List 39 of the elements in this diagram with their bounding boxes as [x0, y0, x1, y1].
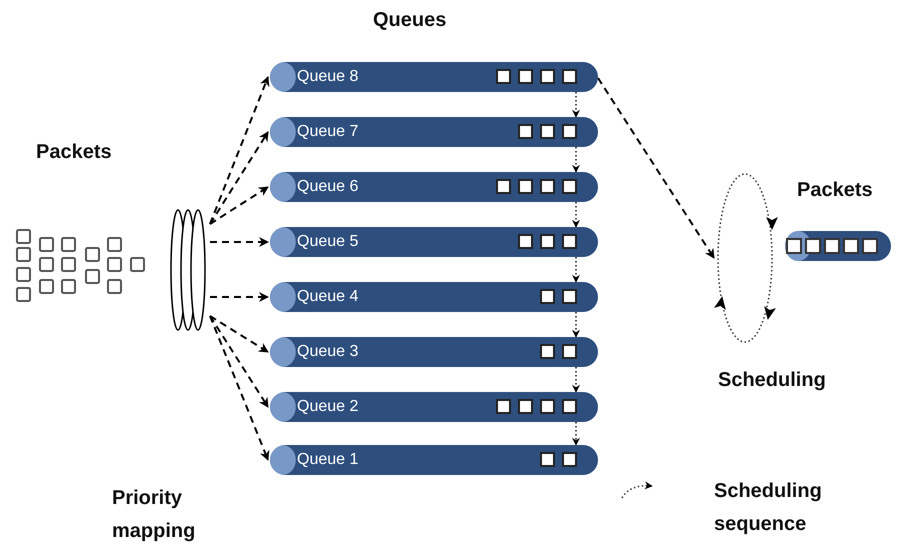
arrow	[572, 147, 580, 173]
queue-bar	[270, 227, 598, 257]
arrow	[210, 237, 269, 247]
arrow	[209, 316, 270, 461]
queue-bar	[270, 445, 598, 475]
queue-label: Queue 2	[297, 398, 358, 416]
title: Queues	[373, 8, 446, 33]
queue-label: Queue 3	[297, 343, 358, 361]
queue-bar	[270, 282, 598, 312]
queue-label: Queue 1	[297, 451, 358, 469]
arrow	[572, 257, 580, 283]
arrow	[572, 422, 580, 446]
section-label: Packets	[36, 140, 113, 165]
queue-label: Queue 8	[297, 68, 358, 86]
arrow	[209, 186, 269, 225]
arrow	[210, 292, 269, 302]
section-label: Priority mapping	[112, 486, 196, 544]
arrow	[209, 315, 269, 408]
arrow	[572, 367, 580, 393]
arrow	[572, 202, 580, 228]
queue-bar	[270, 172, 598, 202]
arrow	[572, 312, 580, 338]
arrow	[572, 92, 580, 118]
queue-bar	[270, 62, 598, 92]
node-caption: Scheduling	[718, 368, 827, 393]
arrow	[209, 76, 270, 224]
queue-bar	[270, 337, 598, 367]
legend-label: Scheduling sequence	[714, 479, 823, 537]
output-queue	[785, 231, 891, 261]
queue-label: Queue 5	[297, 233, 358, 251]
arrow	[597, 77, 715, 259]
queue-label: Queue 4	[297, 288, 358, 306]
arrow	[209, 131, 269, 225]
arrow	[209, 315, 269, 353]
queue-bar	[270, 117, 598, 147]
queue-label: Queue 7	[297, 123, 358, 141]
queue-bar	[270, 392, 598, 422]
node-caption: Packets	[797, 178, 874, 203]
queue-label: Queue 6	[297, 178, 358, 196]
